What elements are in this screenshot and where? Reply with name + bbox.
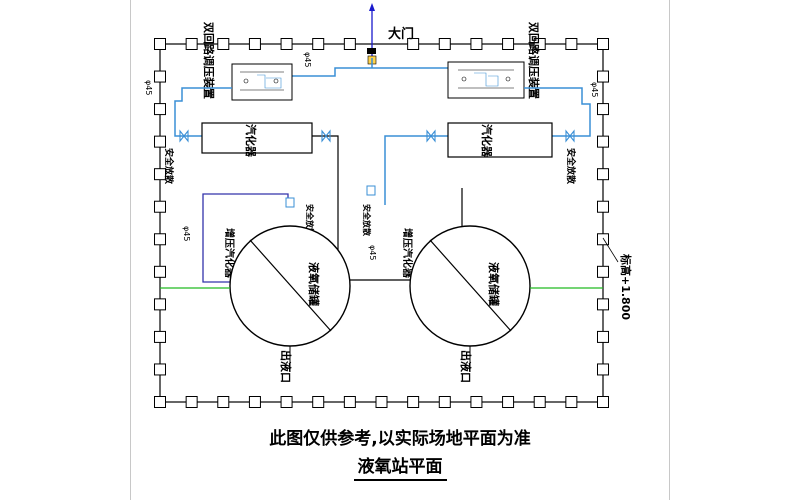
fence-post: [407, 396, 420, 408]
vaporizer-label-left: 汽化器: [244, 124, 258, 158]
tank-left: [229, 225, 351, 347]
vent-marker-left: [285, 197, 295, 208]
vaporizer-right: [447, 122, 553, 158]
regulator-internals-left: [240, 71, 284, 91]
fence-posts: [154, 38, 609, 408]
fence-post: [597, 298, 609, 311]
fence-post: [185, 396, 198, 408]
fence-post: [597, 265, 609, 278]
safety-vent-label-mid-right: 安全放散: [362, 204, 372, 237]
disclaimer-note: 此图仅供参考,以实际场地平面为准: [269, 429, 531, 449]
vaporizer-label-right: 汽化器: [480, 124, 494, 158]
fence-post: [154, 233, 166, 246]
fence-post: [154, 298, 166, 311]
fence-post: [185, 38, 198, 50]
fence-post: [502, 396, 515, 408]
tank-right-divider: [429, 239, 512, 332]
fence-post: [343, 38, 356, 50]
outlet-label-left: 出液口: [279, 350, 293, 383]
fence-post: [375, 396, 388, 408]
fence-post: [280, 396, 293, 408]
regulator-label-left: 双回路调压装置: [202, 22, 216, 99]
fence-post: [597, 168, 609, 181]
fence-post: [597, 396, 609, 408]
fence-post: [565, 38, 578, 50]
drawing-title-text: 液氧站平面: [353, 457, 447, 481]
fence-post: [343, 396, 356, 408]
regulator-box-left: [231, 63, 293, 101]
fence-post: [438, 396, 451, 408]
fence-post: [470, 38, 483, 50]
pipe-size-mid-left: φ45: [182, 226, 191, 241]
gate-label: 大门: [388, 26, 414, 42]
safety-vent-label-mid-left: 安全放散: [305, 204, 315, 237]
drawing-title: 液氧站平面: [0, 452, 800, 481]
fence-post: [597, 70, 609, 83]
fence-post: [597, 330, 609, 343]
fence-post: [312, 38, 325, 50]
fence-post: [407, 38, 420, 50]
level-label: 标高+1.800: [619, 253, 633, 320]
fence-post: [565, 396, 578, 408]
tank-left-divider: [249, 239, 332, 332]
fence-post: [154, 168, 166, 181]
fence-post: [597, 103, 609, 116]
tank-right: [409, 225, 531, 347]
safety-vent-label-left: 安全放散: [163, 148, 175, 185]
fence-post: [597, 200, 609, 213]
vaporizer-left: [201, 122, 313, 154]
fence-post: [312, 396, 325, 408]
tank-label-right: 液氧储罐: [487, 262, 501, 306]
pipe-size-right: φ45: [590, 82, 599, 97]
fence-post: [597, 363, 609, 376]
fence-post: [154, 330, 166, 343]
fence-post: [597, 233, 609, 246]
regulator-internals-right: [458, 69, 514, 89]
fence-post: [154, 135, 166, 148]
fence-post: [217, 38, 230, 50]
fence-post: [154, 363, 166, 376]
tank-label-left: 液氧储罐: [307, 262, 321, 306]
pressurizer-pipe-left: [202, 193, 289, 283]
pipe-size-left: φ45: [144, 80, 153, 95]
main-pipe-header: [292, 67, 448, 77]
pipe-right-vaporizer-in: [384, 135, 448, 205]
fence-post: [154, 38, 166, 50]
fence-post: [154, 70, 166, 83]
fence-post: [438, 38, 451, 50]
fence-post: [217, 396, 230, 408]
fence-post: [280, 38, 293, 50]
outlet-label-right: 出液口: [459, 350, 473, 383]
fence-post: [248, 38, 261, 50]
fence-post: [597, 135, 609, 148]
gate-marker: [367, 48, 376, 54]
fence-post: [154, 265, 166, 278]
regulator-label-right: 双回路调压装置: [527, 22, 541, 99]
vent-marker-right: [366, 185, 376, 196]
pipe-size-mid-right: φ45: [368, 245, 377, 260]
pipe-size-top-left: φ45: [303, 52, 312, 67]
level-leader: [602, 237, 619, 263]
fence-post: [248, 396, 261, 408]
pipe-right-loop: [524, 87, 591, 137]
gate-arrowhead: [369, 3, 375, 11]
fence-post: [502, 38, 515, 50]
safety-vent-label-right: 安全放散: [565, 148, 577, 185]
fence-post: [154, 200, 166, 213]
fence-post: [533, 38, 546, 50]
fence-post: [470, 396, 483, 408]
fence-post: [597, 38, 609, 50]
fence-post: [154, 396, 166, 408]
fence-post: [154, 103, 166, 116]
pressurizer-label-right: 增压汽化器: [401, 228, 414, 279]
fence-post: [533, 396, 546, 408]
